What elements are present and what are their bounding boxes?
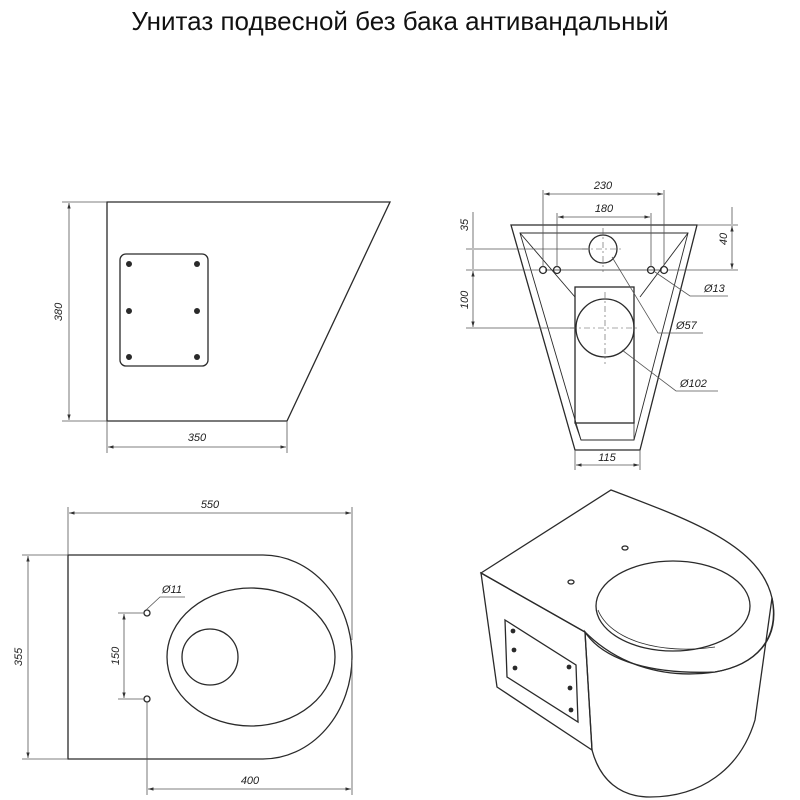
dim-label-230: 230	[593, 180, 613, 192]
side-view-outline	[106, 201, 392, 422]
side-view	[62, 201, 392, 453]
dimension-350	[106, 421, 288, 453]
dimension-35	[466, 212, 588, 271]
dimension-400	[146, 660, 353, 795]
panel-screws	[126, 261, 200, 360]
dimension-40	[668, 207, 738, 271]
top-view	[22, 507, 353, 795]
dimension-550	[67, 507, 353, 640]
dim-label-550: 550	[201, 499, 220, 511]
dim-label-11: Ø11	[161, 584, 182, 596]
dimension-150	[118, 612, 144, 700]
dim-label-380: 380	[53, 302, 65, 321]
page-title: Унитаз подвесной без бака антивандальный	[131, 6, 669, 36]
iso-mount-hole-b	[621, 545, 629, 551]
dim-label-355: 355	[13, 647, 25, 666]
dim-label-115: 115	[598, 452, 616, 464]
pipe-hole-57	[588, 234, 618, 264]
dim-label-180: 180	[595, 203, 614, 215]
dimension-230	[542, 190, 665, 267]
dim-label-100: 100	[459, 290, 471, 309]
outlet-channel	[574, 286, 635, 424]
dimension-180	[556, 213, 652, 267]
iso-top-surface	[479, 489, 775, 675]
iso-access-panel	[504, 618, 579, 724]
dimension-355	[22, 554, 68, 760]
iso-bowl-opening	[595, 560, 751, 652]
leader-102	[621, 349, 718, 392]
iso-left-face	[480, 571, 593, 752]
dim-label-57: Ø57	[675, 320, 698, 332]
iso-panel-screws	[510, 628, 574, 713]
drain-hole	[181, 628, 239, 686]
front-inner-outline	[519, 232, 689, 441]
isometric-view	[479, 489, 775, 798]
leader-13	[654, 271, 728, 297]
front-view	[466, 190, 738, 470]
bowl-rim	[166, 587, 336, 727]
dim-label-102: Ø102	[679, 378, 707, 390]
dim-label-40: 40	[718, 232, 730, 245]
leader-11	[145, 596, 185, 611]
iso-mount-hole-a	[567, 579, 575, 585]
mount-hole-top	[143, 609, 151, 617]
dim-label-35: 35	[459, 218, 471, 231]
dimension-115	[574, 450, 641, 470]
dimension-100	[466, 271, 575, 329]
access-panel	[119, 253, 209, 367]
dim-label-150: 150	[110, 646, 122, 665]
dim-label-400: 400	[241, 775, 260, 787]
dimension-380	[62, 201, 107, 422]
leader-57	[611, 256, 703, 334]
mount-hole-bottom	[143, 695, 151, 703]
dim-label-13: Ø13	[703, 283, 726, 295]
iso-bowl-body	[584, 597, 775, 798]
dim-label-350: 350	[188, 432, 207, 444]
